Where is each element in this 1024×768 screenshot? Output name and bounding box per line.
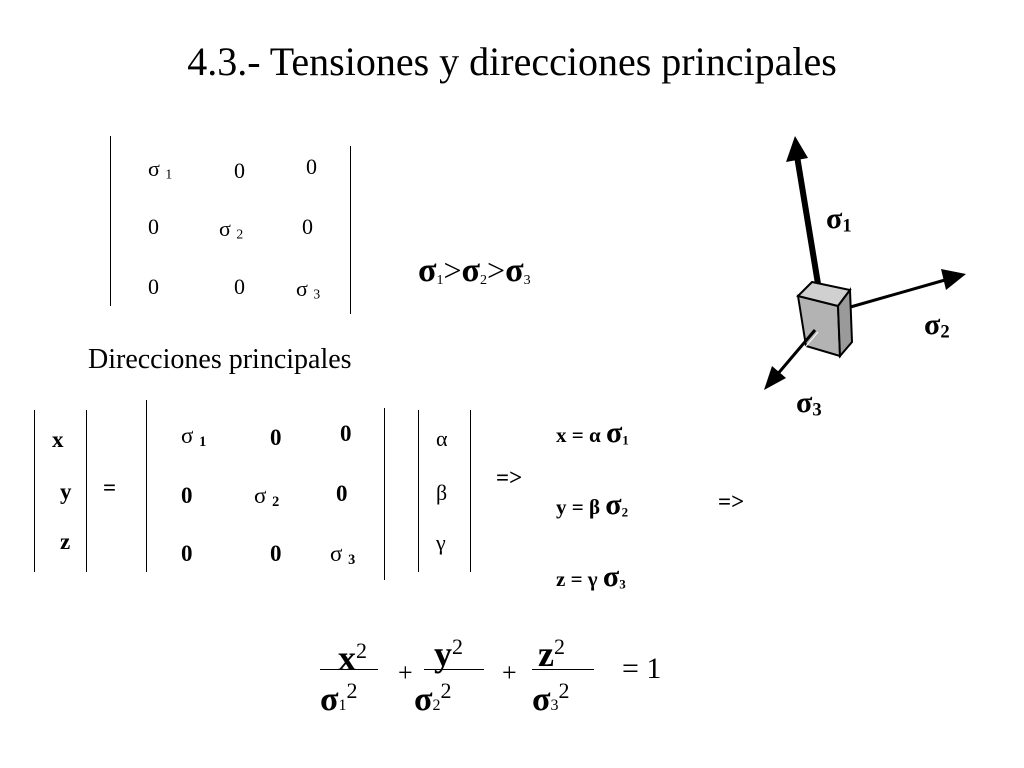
axis-sigma2-arrowhead [941, 269, 966, 290]
bmatrix-r2c3: 0 [336, 481, 348, 506]
relation-x: x = α σ1 [556, 416, 629, 449]
axis-label-sigma3: σ3 [796, 386, 822, 421]
matrix-left-bar [110, 136, 111, 306]
bmatrix-r1c1: σ 1 [181, 423, 207, 450]
plus-1: + [398, 658, 413, 687]
axis-label-sigma1: σ1 [826, 202, 852, 237]
fraction-line-3 [532, 669, 594, 670]
vector-alpha: α [436, 426, 448, 451]
bmatrix-r2c1: 0 [181, 483, 193, 508]
bmatrix-r3c3: σ 3 [330, 541, 356, 568]
vector-z: z [60, 529, 71, 554]
axis-label-sigma2: σ2 [924, 308, 950, 343]
vector-x: x [52, 427, 64, 452]
matrix-right-bar [350, 146, 351, 314]
bottom-matrix-left-bar [146, 400, 147, 572]
equals-sign: = [103, 475, 117, 500]
axis-sigma3-arrowhead [764, 366, 786, 390]
page-title: 4.3.- Tensiones y direcciones principale… [187, 39, 837, 84]
vector-gamma: γ [436, 530, 446, 555]
fraction-line-2 [424, 669, 484, 670]
denominator-1: σ12 [320, 678, 358, 719]
vector-left-bar [34, 410, 35, 572]
matrix-cell-r3c1: 0 [148, 274, 159, 299]
axis-sigma3-line [774, 329, 817, 377]
numerator-x: x2 [338, 638, 367, 679]
matrix-cell-r2c2: σ 2 [219, 216, 244, 242]
greek-left-bar [418, 410, 419, 572]
vector-y: y [60, 479, 72, 504]
matrix-cell-r1c1: σ 1 [148, 156, 173, 182]
axis-sigma2-line [839, 278, 946, 312]
relation-y: y = β σ2 [556, 488, 629, 521]
axis-sigma1-line [794, 155, 822, 291]
bmatrix-r1c3: 0 [340, 421, 352, 446]
denominator-2: σ22 [414, 678, 452, 719]
vector-right-bar [86, 410, 87, 572]
numerator-y: y2 [434, 634, 463, 675]
cube-side [836, 287, 854, 359]
vector-beta: β [436, 480, 448, 505]
matrix-cell-r1c2: 0 [234, 158, 245, 183]
matrix-cell-r3c2: 0 [234, 274, 245, 299]
principal-axes-diagram [764, 136, 966, 390]
numerator-z: z2 [538, 634, 565, 675]
implies-arrow-1: => [496, 465, 523, 490]
matrix-cell-r2c3: 0 [302, 214, 313, 239]
bottom-matrix-right-bar [384, 408, 385, 580]
greek-right-bar [470, 410, 471, 572]
section-subtitle: Direcciones principales [88, 344, 352, 375]
bmatrix-r3c2: 0 [270, 541, 282, 566]
plus-2: + [502, 658, 517, 687]
matrix-cell-r1c3: 0 [306, 154, 317, 179]
relation-z: z = γ σ3 [556, 560, 626, 593]
matrix-cell-r3c3: σ 3 [296, 276, 321, 302]
stress-ordering: σ1>σ2>σ3 [418, 252, 531, 289]
bmatrix-r3c1: 0 [181, 541, 193, 566]
bmatrix-r2c2: σ 2 [254, 483, 280, 510]
bmatrix-r1c2: 0 [270, 425, 282, 450]
matrix-cell-r2c1: 0 [148, 214, 159, 239]
denominator-3: σ32 [532, 678, 570, 719]
implies-arrow-2: => [718, 489, 745, 514]
fraction-line-1 [320, 669, 378, 670]
equation-rhs: = 1 [622, 652, 662, 685]
axis-sigma1-arrowhead [786, 136, 808, 162]
